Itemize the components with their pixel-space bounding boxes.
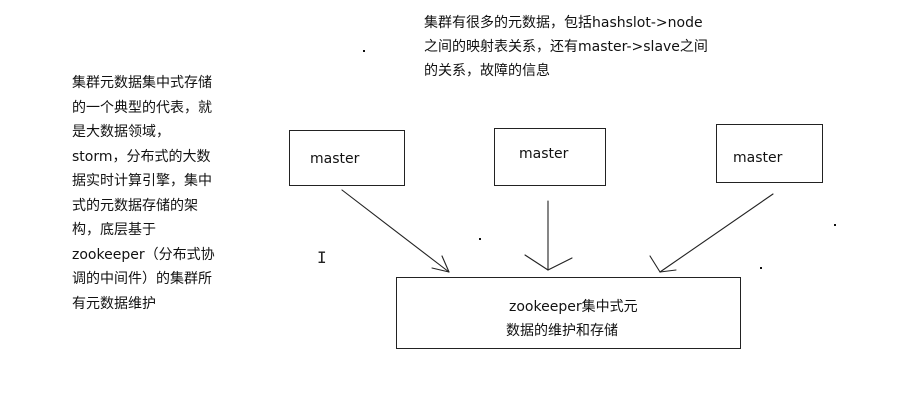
stray-dot [363,50,365,52]
left-annotation-line: 调的中间件）的集群所 [72,271,212,287]
zookeeper-box: zookeeper集中式元 数据的维护和存储 [396,277,741,349]
left-annotation-line: 据实时计算引擎，集中 [72,173,212,189]
arrow-master-2-to-zookeeper [524,200,573,271]
top-annotation-line: 之间的映射表关系，还有master->slave之间 [424,39,708,55]
left-annotation-line: 是大数据领域， [72,124,170,140]
text-cursor-icon: I [317,248,327,267]
stray-dot [834,224,836,226]
left-annotation-line: 式的元数据存储的架 [72,197,198,214]
zookeeper-label-line-1: zookeeper集中式元 [509,299,638,315]
master-node-label: master [519,146,569,162]
top-annotation: 集群有很多的元数据，包括hashslot->node 之间的映射表关系，还有ma… [424,11,708,83]
arrow-master-3-to-zookeeper [649,193,774,273]
master-node-box: master [289,130,405,186]
stray-dot [479,238,481,240]
left-annotation-line: 的一个典型的代表，就 [72,99,212,116]
left-annotation-line: 集群元数据集中式存储 [72,75,212,91]
master-node-box: master [494,128,606,186]
master-node-label: master [310,151,360,167]
master-node-box: master [716,124,823,183]
zookeeper-label-line-2: 数据的维护和存储 [506,323,618,339]
top-annotation-line: 集群有很多的元数据，包括hashslot->node [424,15,703,31]
arrow-master-1-to-zookeeper [341,189,450,273]
left-annotation-line: zookeeper（分布式协 [72,246,215,263]
left-annotation-line: 有元数据维护 [72,295,156,312]
left-annotation: 集群元数据集中式存储 的一个典型的代表，就 是大数据领域， storm，分布式的… [72,71,215,316]
left-annotation-line: 构，底层基于 [72,222,156,238]
stray-dot [760,267,762,269]
master-node-label: master [733,150,783,166]
top-annotation-line: 的关系，故障的信息 [424,63,550,79]
left-annotation-line: storm，分布式的大数 [72,148,211,165]
